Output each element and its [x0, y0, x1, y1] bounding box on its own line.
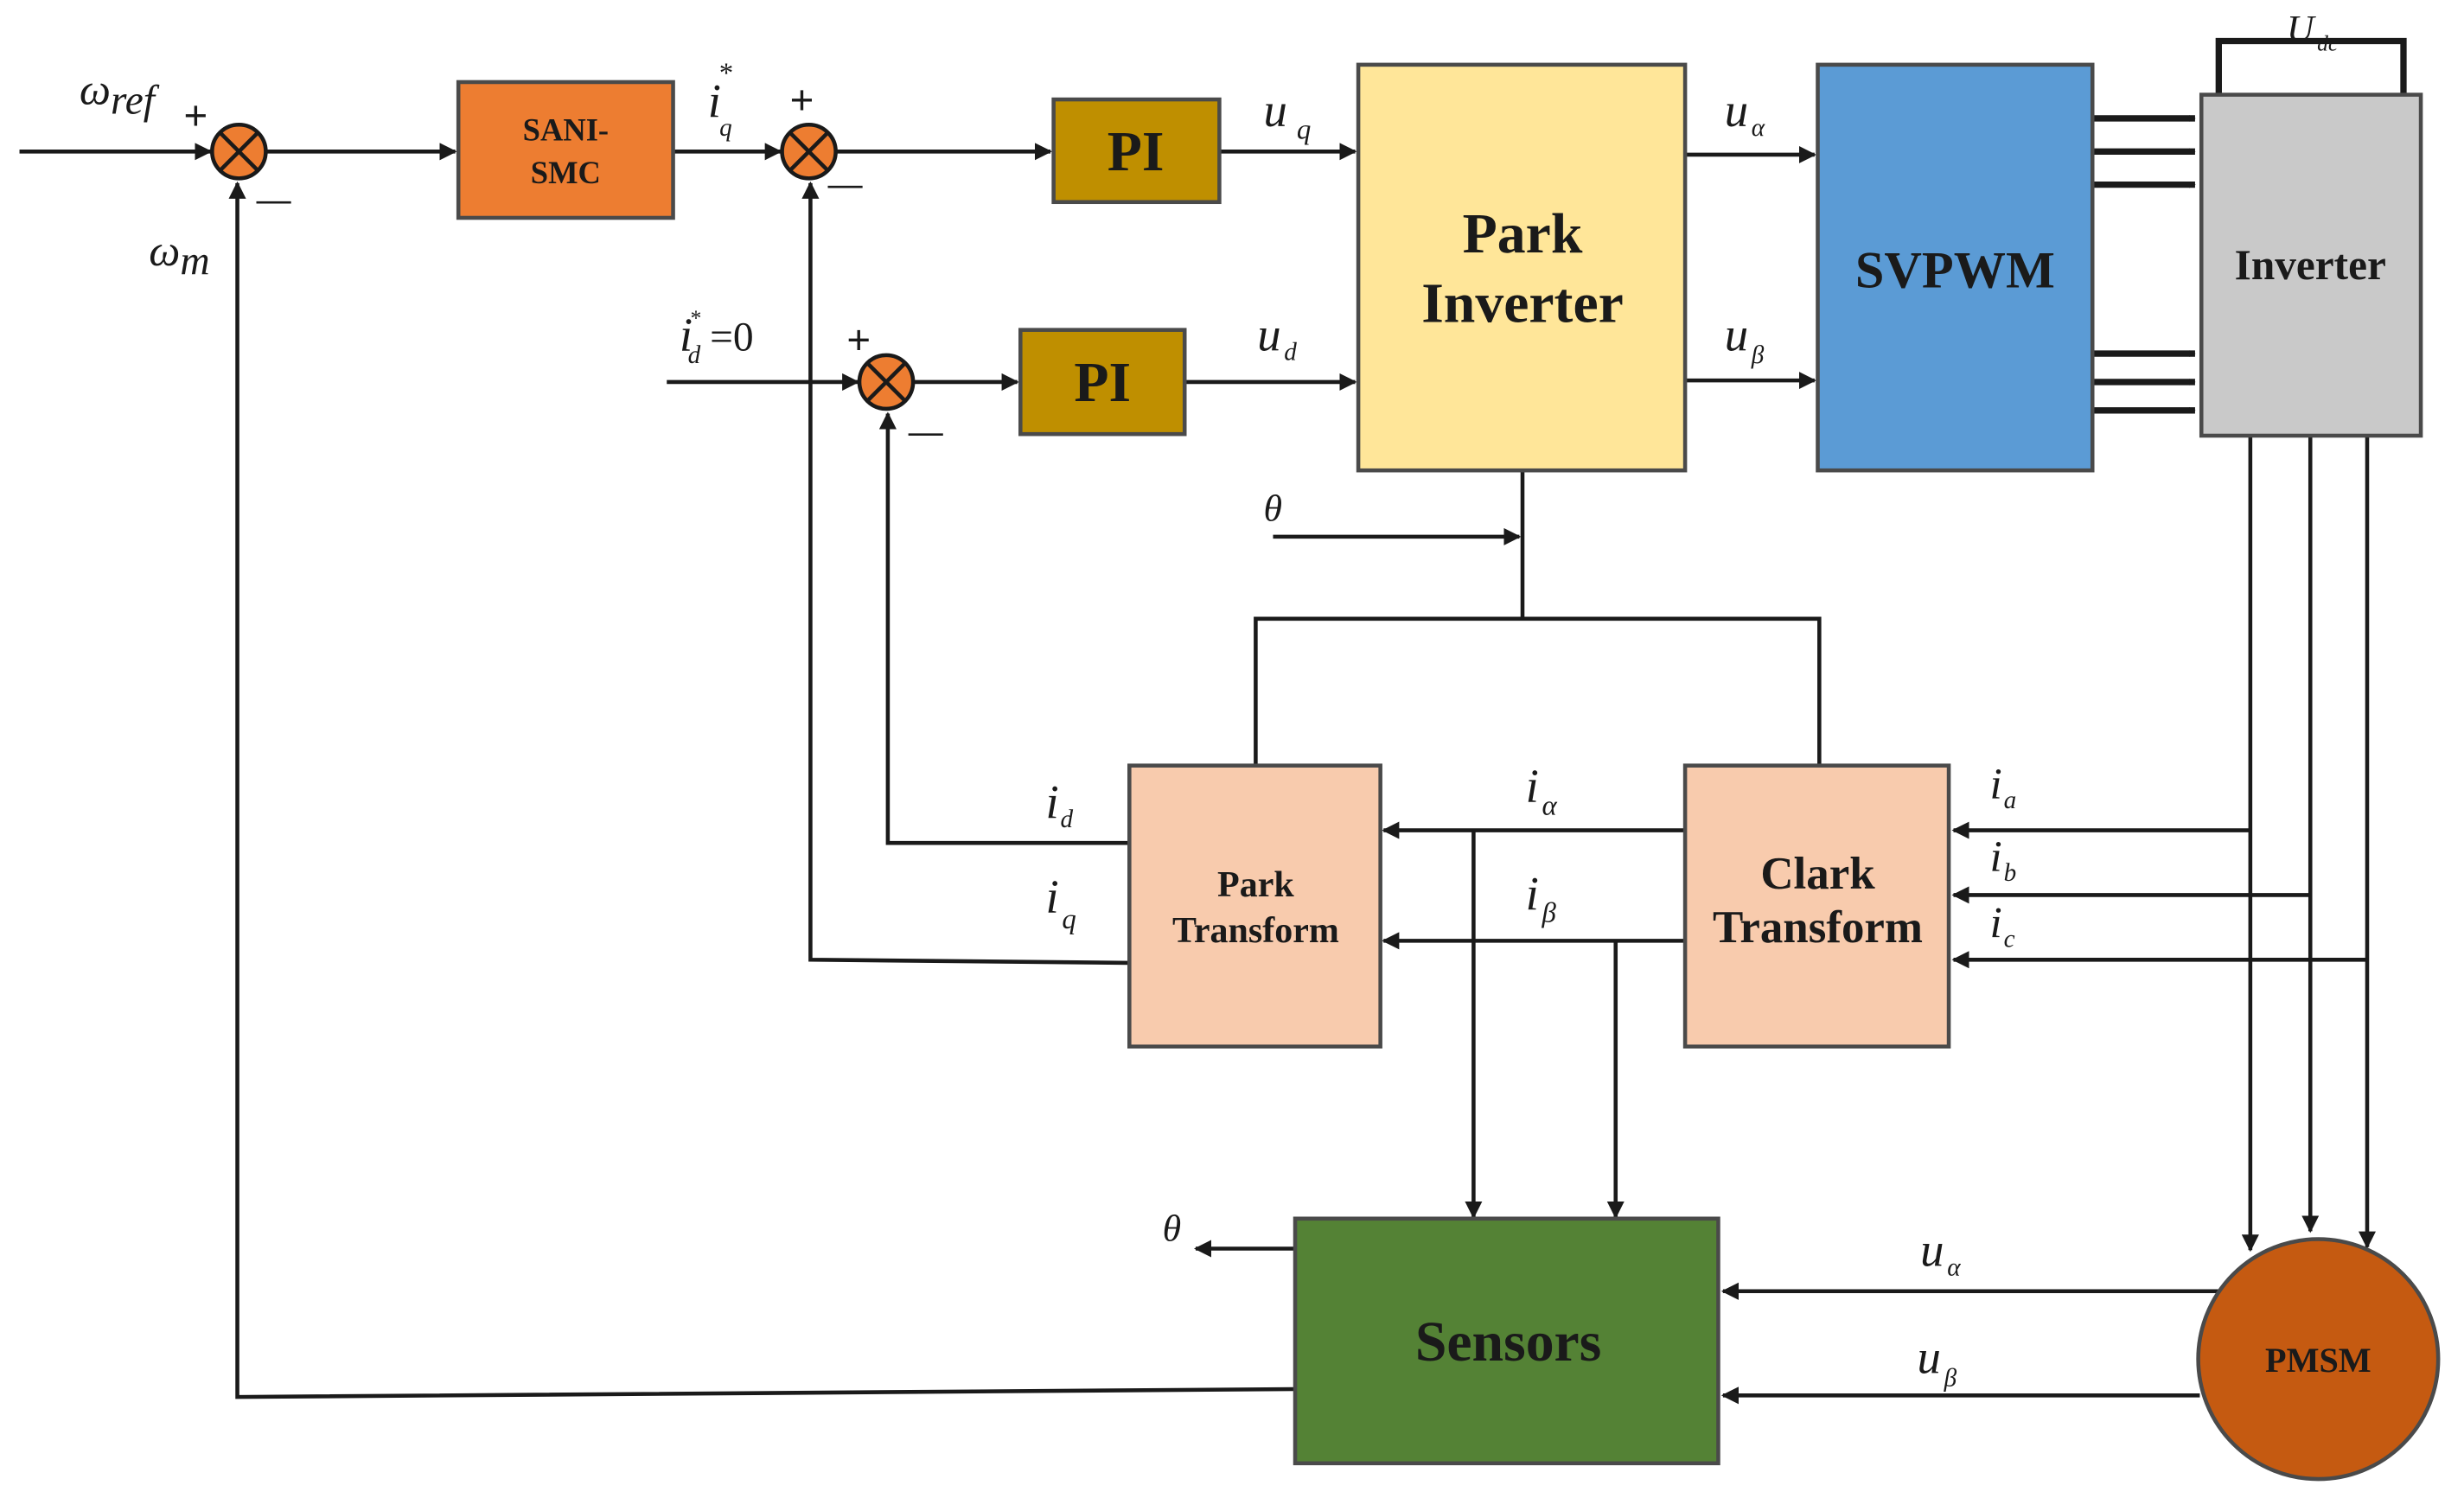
pi-d-block	[1018, 328, 1187, 437]
sum-junction-id	[857, 353, 916, 411]
pi-d-label: PI	[1074, 351, 1131, 414]
clark-transform-label-2: Transform	[1713, 902, 1923, 953]
clark-transform-label-1: Clark	[1760, 849, 1875, 899]
park-transform-block	[1127, 763, 1382, 1049]
pi-q-label: PI	[1108, 120, 1165, 183]
sani-smc-block	[456, 80, 675, 220]
iq-feedback-line	[801, 181, 1130, 966]
id-feedback-line	[878, 411, 1130, 845]
svpwm-label: SVPWM	[1855, 241, 2055, 299]
id-ref-label: i*d=0	[680, 305, 754, 369]
plus-sign-iq: +	[790, 77, 814, 123]
minus-sign-iq: —	[828, 164, 864, 203]
sani-smc-label-2: SMC	[531, 155, 601, 190]
park-transform-label-1: Park	[1217, 865, 1294, 905]
inverter-block	[2199, 92, 2423, 438]
park-inverter-block	[1356, 62, 1688, 473]
park-transform-label-2: Transform	[1172, 911, 1339, 951]
sani-smc-label-1: SANI-	[523, 112, 609, 148]
sum-junction-iq	[780, 122, 838, 181]
svpwm-block	[1816, 62, 2095, 473]
pmsm-motor	[2196, 1237, 2441, 1482]
iq-ref-label: i*q	[708, 58, 733, 142]
sum-junction-speed	[210, 122, 268, 181]
inverter-label: Inverter	[2235, 241, 2386, 289]
omega-m-label: ωm	[149, 226, 209, 284]
plus-sign-id: +	[846, 317, 871, 363]
pi-q-block	[1051, 97, 1222, 205]
theta-in-label: θ	[1264, 488, 1283, 530]
sensors-label: Sensors	[1415, 1310, 1602, 1374]
theta-out-label: θ	[1163, 1208, 1182, 1249]
clark-transform-block	[1682, 763, 1951, 1049]
pmsm-label: PMSM	[2265, 1341, 2371, 1380]
dc-link-line	[2215, 37, 2407, 95]
park-inverter-label-2: Inverter	[1421, 272, 1624, 335]
minus-sign-speed: —	[256, 181, 291, 220]
wires	[19, 37, 2407, 1405]
minus-sign-id: —	[909, 412, 944, 451]
tree-branch-line	[1254, 616, 1822, 764]
plus-sign-speed: +	[183, 93, 207, 139]
omega-m-feedback-line	[228, 181, 1296, 1399]
omega-ref-label: ωref	[80, 66, 160, 124]
park-inverter-label-1: Park	[1463, 202, 1583, 265]
sensors-block	[1293, 1216, 1720, 1466]
